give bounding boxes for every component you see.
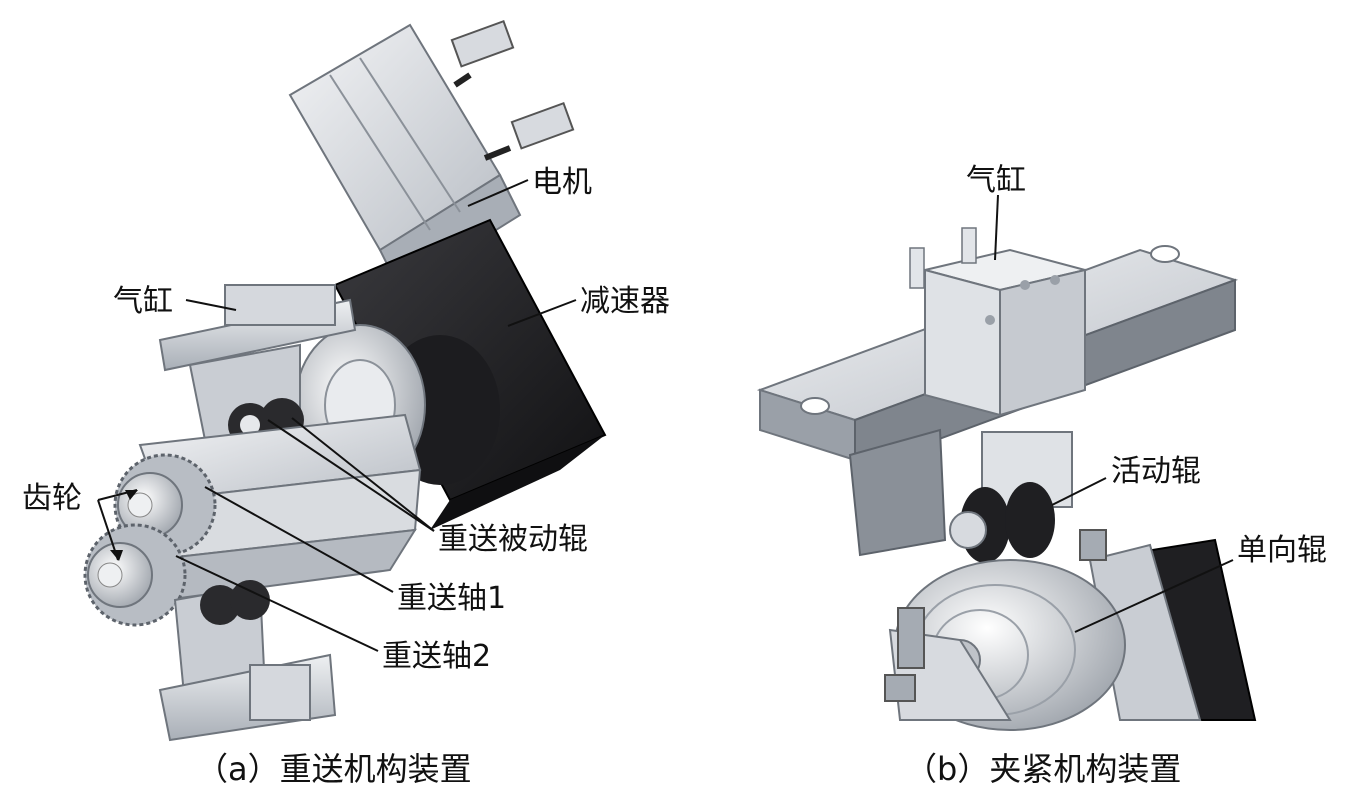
label-cylinder-b: 气缸 (966, 163, 1026, 198)
labels-b: 气缸 活动辊 单向辊 （b）夹紧机构装置 (905, 163, 1327, 788)
label-motor: 电机 (532, 165, 592, 200)
gear-arrowheads (110, 490, 138, 561)
cylinder-bracket-a (158, 284, 357, 447)
one-way-roller-assembly (884, 529, 1257, 731)
feed-shafts (138, 413, 422, 602)
lower-bracket-a (158, 580, 337, 742)
label-reducer: 减速器 (580, 284, 670, 319)
movable-roller-assembly (848, 428, 1073, 563)
label-gear: 齿轮 (22, 481, 82, 516)
labels-a: 电机 减速器 气缸 齿轮 重送被动辊 重送轴1 重送轴2 （a）重送机构装置 (22, 165, 670, 788)
illustration-a (83, 19, 607, 742)
cylinder-block-b (909, 227, 1086, 417)
label-passive-roller: 重送被动辊 (438, 522, 588, 557)
label-cylinder-a: 气缸 (113, 284, 173, 319)
gear-pair (83, 453, 217, 627)
illustration-b (756, 227, 1257, 731)
caption-b: （b）夹紧机构装置 (905, 750, 1181, 788)
label-shaft-1: 重送轴1 (397, 581, 506, 616)
label-one-way-roller: 单向辊 (1237, 533, 1327, 568)
caption-a: （a）重送机构装置 (196, 750, 472, 788)
label-movable-roller: 活动辊 (1111, 454, 1201, 489)
leader-lines-b (994, 194, 1234, 633)
label-shaft-2: 重送轴2 (382, 639, 491, 674)
motor-body (288, 19, 575, 292)
